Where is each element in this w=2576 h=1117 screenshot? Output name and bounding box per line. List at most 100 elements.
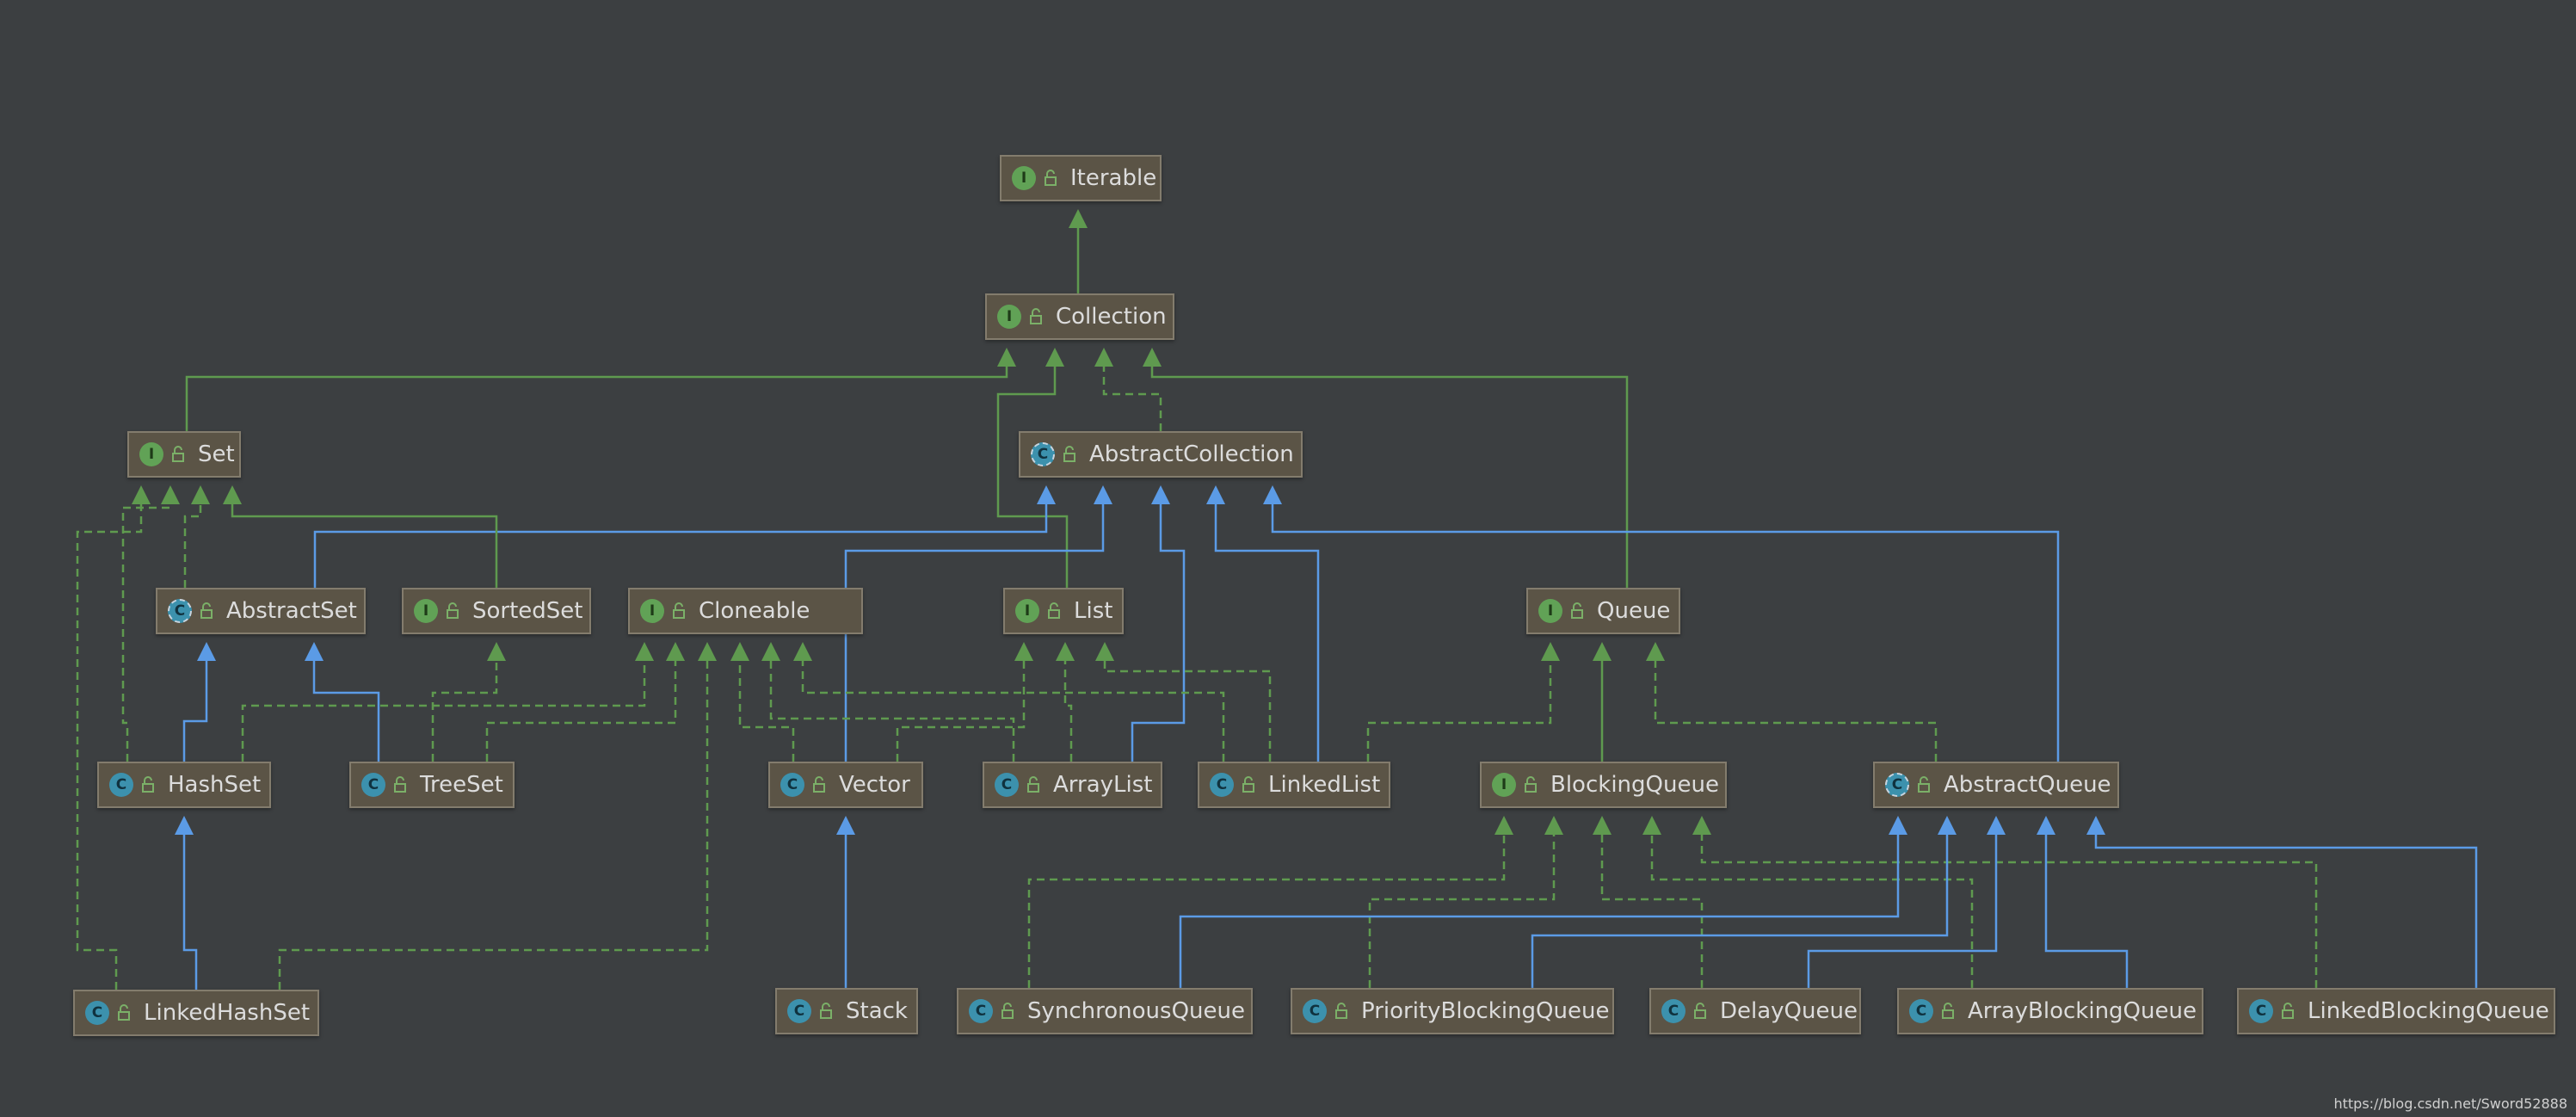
class-badge-icon: C xyxy=(1031,442,1055,466)
edge-queue-to-collection xyxy=(1150,367,1629,588)
unlock-icon xyxy=(200,602,213,619)
node-linkedlist[interactable]: C LinkedList xyxy=(1198,762,1390,808)
unlock-icon xyxy=(820,1003,832,1019)
arrowhead-treeset-to-abstractset xyxy=(305,642,324,661)
arrowhead-abstractcollection-to-collection xyxy=(1094,348,1113,367)
arrowhead-linkedblockingqueue-to-abstractqueue xyxy=(2086,816,2105,835)
class-badge-icon: C xyxy=(969,999,993,1023)
node-label: SynchronousQueue xyxy=(1027,998,1245,1024)
node-label: AbstractCollection xyxy=(1089,441,1294,467)
edge-arrayblockingqueue-to-abstractqueue xyxy=(2044,835,2129,988)
node-arraylist[interactable]: C ArrayList xyxy=(983,762,1162,808)
edge-linkedlist-to-queue xyxy=(1366,661,1552,762)
node-cloneable[interactable]: I Cloneable xyxy=(628,588,863,634)
class-badge-icon: C xyxy=(1661,999,1685,1023)
arrowhead-set-to-collection xyxy=(997,348,1016,367)
arrowhead-linkedlist-to-abstractcollection xyxy=(1206,485,1225,504)
unlock-icon xyxy=(1063,446,1075,462)
unlock-icon xyxy=(1918,776,1930,793)
arrowhead-hashset-to-abstractset xyxy=(197,642,216,661)
arrowhead-priorityblockingqueue-to-blockingqueue xyxy=(1544,816,1563,835)
node-label: Collection xyxy=(1056,304,1167,330)
unlock-icon xyxy=(1335,1003,1347,1019)
unlock-icon xyxy=(1027,776,1039,793)
arrowhead-vector-to-list xyxy=(1014,642,1033,661)
edge-linkedhashset-to-hashset xyxy=(182,835,198,990)
arrowhead-arraylist-to-list xyxy=(1056,642,1075,661)
node-label: Cloneable xyxy=(699,598,810,624)
node-label: Iterable xyxy=(1070,165,1157,191)
node-label: PriorityBlockingQueue xyxy=(1361,998,1610,1024)
arrowhead-arrayblockingqueue-to-blockingqueue xyxy=(1642,816,1661,835)
arrowhead-linkedblockingqueue-to-blockingqueue xyxy=(1692,816,1711,835)
edge-abstractset-to-set xyxy=(183,504,202,588)
arrowhead-linkedlist-to-cloneable xyxy=(793,642,812,661)
edge-linkedlist-to-abstractcollection xyxy=(1214,504,1320,762)
edge-priorityblockingqueue-to-abstractqueue xyxy=(1531,835,1949,988)
node-abstractcollection[interactable]: C AbstractCollection xyxy=(1019,431,1303,478)
unlock-icon xyxy=(1048,602,1060,619)
edge-sortedset-to-set xyxy=(231,504,498,588)
class-badge-icon: C xyxy=(995,773,1019,797)
arrowhead-vector-to-abstractcollection xyxy=(1094,485,1112,504)
interface-badge-icon: I xyxy=(1538,599,1562,623)
arrowhead-delayqueue-to-abstractqueue xyxy=(1987,816,2006,835)
node-delayqueue[interactable]: C DelayQueue xyxy=(1649,988,1861,1034)
arrowhead-delayqueue-to-blockingqueue xyxy=(1593,816,1612,835)
arrowhead-hashset-to-set xyxy=(161,485,180,504)
node-label: LinkedList xyxy=(1268,772,1381,798)
arrowhead-treeset-to-sortedset xyxy=(487,642,506,661)
arrowhead-abstractqueue-to-abstractcollection xyxy=(1263,485,1282,504)
edge-arraylist-to-abstractcollection xyxy=(1131,504,1186,762)
node-synchronousqueue[interactable]: C SynchronousQueue xyxy=(957,988,1253,1034)
class-badge-icon: C xyxy=(361,773,385,797)
arrowhead-stack-to-vector xyxy=(836,816,855,835)
class-badge-icon: C xyxy=(1909,999,1933,1023)
arrowhead-linkedhashset-to-hashset xyxy=(175,816,194,835)
unlock-icon xyxy=(1242,776,1254,793)
node-label: DelayQueue xyxy=(1720,998,1858,1024)
node-label: HashSet xyxy=(168,772,262,798)
node-label: Stack xyxy=(846,998,908,1024)
interface-badge-icon: I xyxy=(640,599,664,623)
unlock-icon xyxy=(172,446,184,462)
edge-set-to-collection xyxy=(185,367,1008,431)
node-label: Set xyxy=(198,441,235,467)
class-badge-icon: C xyxy=(85,1001,109,1025)
unlock-icon xyxy=(142,776,154,793)
node-label: SortedSet xyxy=(472,598,583,624)
arrowhead-arraylist-to-cloneable xyxy=(761,642,780,661)
node-label: ArrayList xyxy=(1053,772,1153,798)
edge-synchronousqueue-to-blockingqueue xyxy=(1027,835,1506,988)
unlock-icon xyxy=(1030,308,1042,324)
arrowhead-list-to-collection xyxy=(1045,348,1064,367)
class-badge-icon: C xyxy=(1303,999,1327,1023)
edge-delayqueue-to-blockingqueue xyxy=(1600,835,1704,988)
node-label: AbstractSet xyxy=(226,598,357,624)
edge-vector-to-cloneable xyxy=(738,661,795,762)
edge-linkedlist-to-list xyxy=(1103,661,1272,762)
arrowhead-synchronousqueue-to-abstractqueue xyxy=(1889,816,1907,835)
node-priorityblockingqueue[interactable]: C PriorityBlockingQueue xyxy=(1291,988,1614,1034)
unlock-icon xyxy=(813,776,825,793)
class-badge-icon: C xyxy=(1210,773,1234,797)
arrowhead-blockingqueue-to-queue xyxy=(1593,642,1612,661)
